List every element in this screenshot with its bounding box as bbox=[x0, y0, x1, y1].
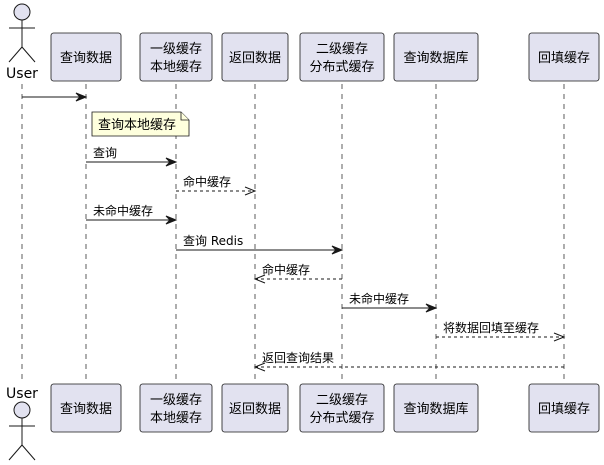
participant-box bbox=[299, 383, 385, 433]
participant-box bbox=[139, 383, 213, 433]
participant-query-bottom: 查询数据 bbox=[50, 383, 122, 433]
note: 查询本地缓存 bbox=[91, 111, 190, 137]
note-shape bbox=[91, 111, 190, 137]
participant-box bbox=[139, 32, 213, 82]
participant-label: 返回数据 bbox=[229, 402, 281, 417]
participant-ret-bottom: 返回数据 bbox=[221, 383, 289, 433]
participant-fill-bottom: 回填缓存 bbox=[528, 383, 600, 433]
message-5: 查询 Redis bbox=[176, 234, 344, 255]
message-2: 查询 bbox=[86, 146, 178, 167]
actor-figure-icon bbox=[8, 3, 36, 63]
message-6: 命中缓存 bbox=[253, 262, 342, 284]
participant-label: 二级缓存 bbox=[316, 393, 368, 408]
message-label: 查询 bbox=[93, 146, 117, 160]
message-8: 将数据回填至缓存 bbox=[436, 320, 566, 342]
note-text: 查询本地缓存 bbox=[98, 118, 176, 133]
open-arrowhead-icon bbox=[553, 332, 566, 342]
message-label: 未命中缓存 bbox=[93, 203, 153, 218]
message-label: 命中缓存 bbox=[183, 174, 231, 189]
message-label: 命中缓存 bbox=[262, 262, 310, 277]
participant-box bbox=[393, 32, 479, 82]
actor-figure-icon bbox=[8, 401, 36, 461]
message-3: 命中缓存 bbox=[176, 174, 257, 196]
participant-label: 查询数据库 bbox=[403, 50, 468, 66]
open-arrowhead-icon bbox=[244, 186, 257, 196]
participant-label: 回填缓存 bbox=[538, 402, 590, 417]
participant-box bbox=[221, 383, 289, 433]
participant-db-top: 查询数据库 bbox=[393, 32, 479, 82]
participant-box bbox=[221, 32, 289, 82]
participant-label: 本地缓存 bbox=[150, 60, 202, 75]
message-4: 未命中缓存 bbox=[86, 203, 178, 225]
participant-fill-top: 回填缓存 bbox=[528, 32, 600, 82]
message-1 bbox=[22, 92, 88, 102]
message-label: 将数据回填至缓存 bbox=[443, 320, 539, 335]
message-label: 未命中缓存 bbox=[349, 291, 409, 306]
actor-user-top: User bbox=[6, 3, 38, 82]
participant-label: 本地缓存 bbox=[150, 411, 202, 426]
actor-user-bottom: User bbox=[6, 386, 38, 461]
participant-label: 回填缓存 bbox=[538, 51, 590, 66]
participant-label: 一级缓存 bbox=[150, 393, 202, 408]
solid-arrowhead-icon bbox=[75, 92, 88, 102]
message-label: 返回查询结果 bbox=[262, 351, 334, 365]
participant-box bbox=[528, 32, 600, 82]
participant-box bbox=[528, 383, 600, 433]
message-9: 返回查询结果 bbox=[253, 351, 564, 372]
participant-label: 查询数据 bbox=[60, 402, 112, 417]
open-arrowhead-icon bbox=[253, 274, 266, 284]
participant-label: 二级缓存 bbox=[316, 42, 368, 57]
actor-label: User bbox=[6, 66, 38, 82]
solid-arrowhead-icon bbox=[425, 303, 438, 313]
solid-arrowhead-icon bbox=[165, 215, 178, 225]
participant-db-bottom: 查询数据库 bbox=[393, 383, 479, 433]
participant-label: 返回数据 bbox=[229, 51, 281, 66]
participant-ret-top: 返回数据 bbox=[221, 32, 289, 82]
participant-box bbox=[299, 32, 385, 82]
participant-box bbox=[393, 383, 479, 433]
participant-label: 分布式缓存 bbox=[309, 411, 374, 426]
open-arrowhead-icon bbox=[253, 362, 266, 372]
participant-query-top: 查询数据 bbox=[50, 32, 122, 82]
participant-box bbox=[50, 32, 122, 82]
participant-box bbox=[50, 383, 122, 433]
participant-label: 查询数据库 bbox=[403, 401, 468, 417]
participant-label: 分布式缓存 bbox=[309, 60, 374, 75]
participant-label: 查询数据 bbox=[60, 51, 112, 66]
message-7: 未命中缓存 bbox=[342, 291, 438, 313]
solid-arrowhead-icon bbox=[331, 245, 344, 255]
note-fold bbox=[180, 112, 189, 121]
participant-label: 一级缓存 bbox=[150, 42, 202, 57]
solid-arrowhead-icon bbox=[165, 157, 178, 167]
actor-label: User bbox=[6, 386, 38, 402]
message-label: 查询 Redis bbox=[183, 234, 243, 248]
